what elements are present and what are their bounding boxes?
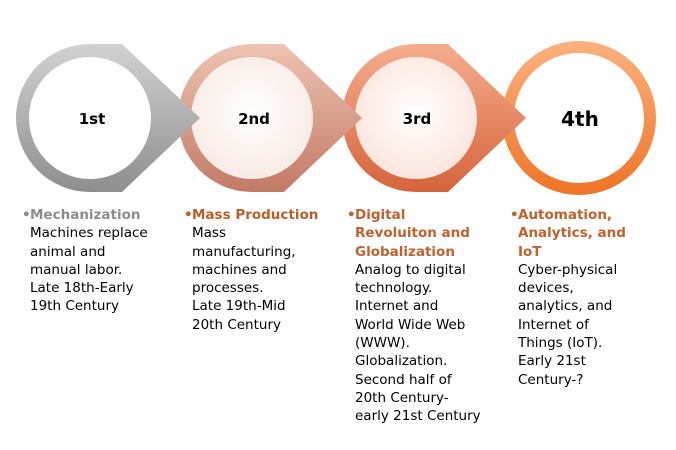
description-line: Globalization. bbox=[355, 353, 448, 370]
stage-4-title-line: Analytics, and bbox=[518, 225, 626, 242]
description-line: Late 19th-Mid bbox=[192, 298, 286, 315]
stage-1-title-line: Mechanization bbox=[30, 207, 141, 223]
description-line: Things (IoT). bbox=[518, 335, 603, 352]
description-line: World Wide Web bbox=[355, 316, 466, 333]
description-line: 19th Century bbox=[30, 298, 119, 315]
stage-1-text: • Mechanization Machines replace animal … bbox=[22, 206, 148, 316]
description-line: (WWW). bbox=[355, 335, 410, 352]
description-line: 20th Century- bbox=[355, 389, 449, 406]
description-line: Century-? bbox=[518, 371, 584, 388]
stage-2-text: • Mass Production Mass manufacturing, ma… bbox=[184, 206, 318, 334]
stage-1-label: 1st bbox=[79, 110, 106, 128]
stage-4-title-line: IoT bbox=[518, 243, 542, 260]
description-line: early 21st Century bbox=[355, 408, 481, 425]
stage-3-title: Digital Revoluiton and Globalization bbox=[355, 206, 481, 261]
stage-2-ring bbox=[178, 44, 362, 192]
description-line: Analog to digital bbox=[355, 261, 466, 278]
description-line: Internet of bbox=[518, 316, 589, 333]
stage-2-title-line: Mass Production bbox=[192, 207, 319, 223]
stage-4-title: Automation, Analytics, and IoT bbox=[518, 206, 626, 261]
stage-2-title: Mass Production bbox=[192, 206, 318, 224]
industrial-revolution-diagram: 1st 2nd 3rd 4th bbox=[16, 41, 656, 195]
stage-4-description: Cyber-physical devices, analytics, and I… bbox=[518, 261, 626, 389]
description-line: processes. bbox=[192, 280, 264, 297]
description-line: manual labor. bbox=[30, 261, 123, 278]
stage-4-label: 4th bbox=[561, 107, 599, 131]
description-line: Internet and bbox=[355, 298, 439, 315]
stage-1-description: Machines replace animal and manual labor… bbox=[30, 224, 148, 315]
description-line: Early 21st bbox=[518, 353, 586, 370]
stage-3-ring bbox=[342, 44, 526, 192]
description-line: Cyber-physical bbox=[518, 261, 618, 278]
description-line: manufacturing, bbox=[192, 243, 296, 260]
stage-3-description: Analog to digital technology. Internet a… bbox=[355, 261, 481, 426]
description-line: devices, bbox=[518, 280, 574, 297]
stage-2-label: 2nd bbox=[238, 110, 270, 128]
description-line: machines and bbox=[192, 261, 287, 278]
description-line: Machines replace bbox=[30, 225, 148, 242]
description-line: 20th Century bbox=[192, 316, 281, 333]
stage-3-title-line: Digital bbox=[355, 207, 406, 223]
stage-4-text: • Automation, Analytics, and IoT Cyber-p… bbox=[510, 206, 626, 389]
description-line: Late 18th-Early bbox=[30, 280, 134, 297]
stage-4-bullet: • bbox=[510, 207, 519, 223]
stage-3-label: 3rd bbox=[403, 110, 432, 128]
stage-2-bullet: • bbox=[184, 207, 193, 223]
description-line: analytics, and bbox=[518, 298, 613, 315]
stage-2-description: Mass manufacturing, machines and process… bbox=[192, 224, 318, 334]
description-line: Second half of bbox=[355, 371, 452, 388]
stage-3-bullet: • bbox=[347, 207, 356, 223]
description-line: animal and bbox=[30, 243, 106, 260]
stage-3-title-line: Globalization bbox=[355, 243, 455, 260]
stage-1-title: Mechanization bbox=[30, 206, 148, 224]
stage-3-title-line: Revoluiton and bbox=[355, 225, 470, 242]
stage-4-title-line: Automation, bbox=[518, 207, 613, 223]
stage-4-ring bbox=[502, 41, 656, 195]
description-line: Mass bbox=[192, 225, 226, 242]
description-line: technology. bbox=[355, 280, 433, 297]
stage-1-ring bbox=[16, 44, 200, 192]
stage-1-bullet: • bbox=[22, 207, 31, 223]
stage-3-text: • Digital Revoluiton and Globalization A… bbox=[347, 206, 481, 426]
